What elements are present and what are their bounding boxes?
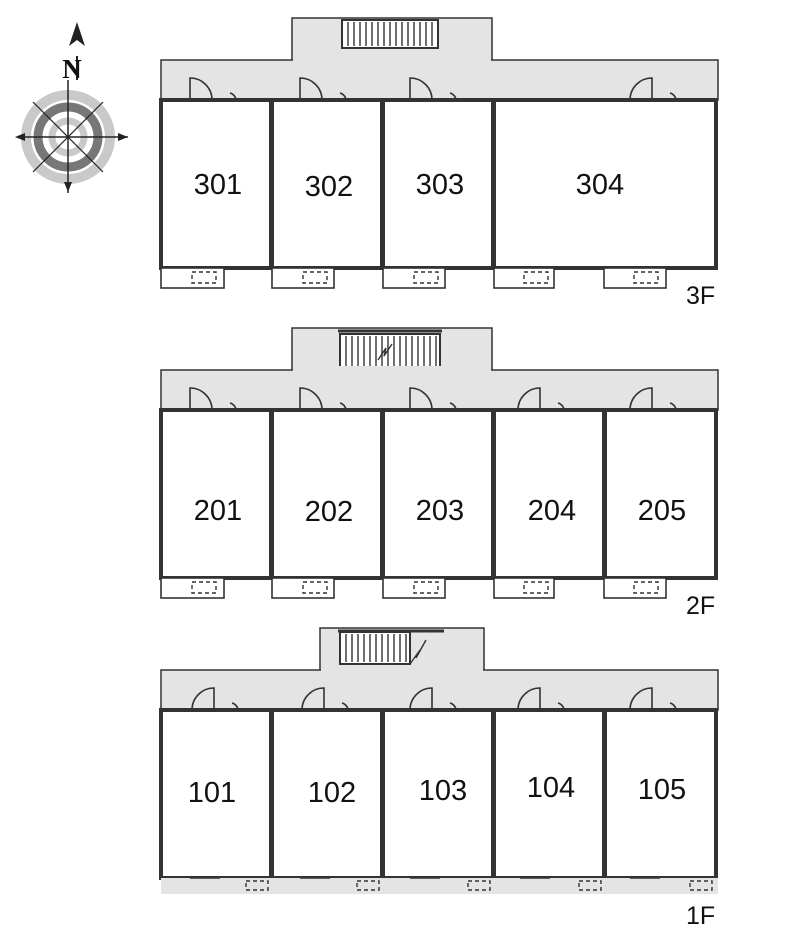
room-number-label: 202 xyxy=(305,496,353,528)
floor-label-2f: 2F xyxy=(686,592,715,620)
room-number-label: 301 xyxy=(194,169,242,201)
floor-2f-structure xyxy=(159,327,719,599)
room-number-label: 101 xyxy=(188,777,236,809)
compass-rose-icon xyxy=(15,22,128,193)
room-number-label: 104 xyxy=(527,772,575,804)
room-number-label: 304 xyxy=(576,169,624,201)
floor-label-3f: 3F xyxy=(686,282,715,310)
floor-3f-structure xyxy=(159,17,719,289)
floor-1f-structure xyxy=(159,627,719,894)
room-number-label: 103 xyxy=(419,775,467,807)
room-number-label: 105 xyxy=(638,774,686,806)
room-number-label: 201 xyxy=(194,495,242,527)
compass-north-label: N xyxy=(62,54,82,84)
room-number-label: 302 xyxy=(305,171,353,203)
room-number-label: 303 xyxy=(416,169,464,201)
room-number-label: 204 xyxy=(528,495,576,527)
floor-label-1f: 1F xyxy=(686,902,715,930)
room-number-label: 203 xyxy=(416,495,464,527)
room-number-label: 205 xyxy=(638,495,686,527)
room-number-label: 102 xyxy=(308,777,356,809)
